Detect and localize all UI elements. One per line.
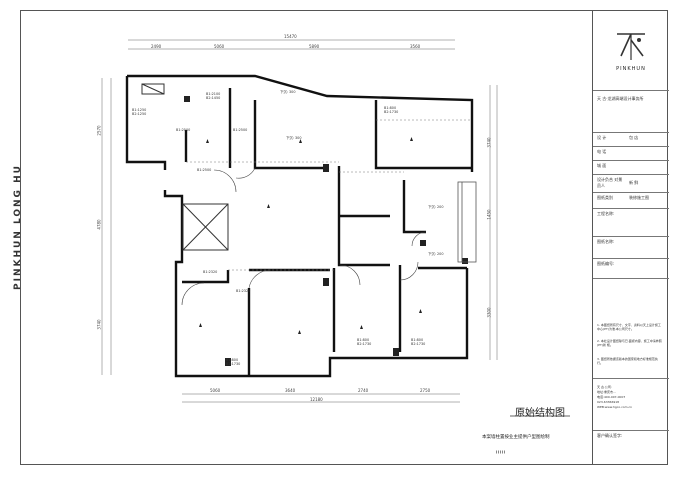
drawing-name-cell: 图纸名称: <box>593 236 669 258</box>
room-note: B1:800 B2:1730 <box>226 358 241 366</box>
dim-right-2: 1450 <box>486 209 492 220</box>
dim-top-4: 3560 <box>410 44 421 49</box>
dim-top-1: 2490 <box>151 44 162 49</box>
drawing-no-label: 图纸编号: <box>597 261 615 266</box>
brand-logo-icon <box>617 33 645 60</box>
dim-right-1: 3740 <box>486 137 492 148</box>
room-note: B1:2500 <box>176 128 191 132</box>
room-note: B1:800 B2:1730 <box>357 338 372 346</box>
tb-row-value: 新 鲜 <box>629 180 639 185</box>
note-line: 1. 本图纸所有尺寸、文字、资料以天上设计施工中心(PT)为准,本公司尺寸。 <box>597 323 661 331</box>
note-line: 3. 图纸所依据该版本的国家和地方标准规范执行。 <box>597 357 658 365</box>
room-note: B1:2320 <box>203 270 218 274</box>
dim-top-2: 5060 <box>214 44 225 49</box>
drawing-subtitle: 本案墙柱置按业主提供户型图绘制 <box>482 435 550 440</box>
dim-left-3: 3740 <box>96 319 102 330</box>
dim-bottom-4: 2750 <box>420 388 431 393</box>
project-name-label: 工程名称: <box>597 211 615 216</box>
tb-row: 电 话 <box>593 146 669 160</box>
room-note: 下沉: 200 <box>428 252 444 256</box>
tb-row-label: 设计负合 对景员人 <box>597 177 623 188</box>
company-cell: 天 古·龙湖高端设计事务所 <box>593 90 669 106</box>
drawing-name-label: 图纸名称: <box>597 239 615 244</box>
client-sign-cell: 客户确认签字: <box>593 430 669 465</box>
room-note: B1:800 B2:1730 <box>384 106 399 114</box>
dim-top-total: 15470 <box>284 34 297 39</box>
tb-row-value: 装修施工图 <box>629 195 649 200</box>
contact-cell: 天 古·公司: 地址:重庆市... 电话:400-007-0007 023-63… <box>593 378 669 430</box>
dim-bottom-1: 5060 <box>210 388 221 393</box>
dim-left-2: 4780 <box>96 219 102 230</box>
company-name: 天 古·龙湖高端设计事务所 <box>597 96 644 101</box>
contact-line: 电话:400-007-0007 <box>597 395 626 399</box>
tb-row-label: 图纸类别 <box>597 195 613 200</box>
contact-line: 地址:重庆市... <box>597 390 616 394</box>
dim-bottom-total: 12180 <box>310 397 323 402</box>
tb-row: 城 面 <box>593 160 669 174</box>
contact-line: 023-63366918 <box>597 400 620 404</box>
room-note: B1:2100 B2:1450 <box>206 92 221 100</box>
dim-bottom-3: 2740 <box>358 388 369 393</box>
dim-top-3: 5890 <box>309 44 320 49</box>
project-name-cell: 工程名称: <box>593 208 669 236</box>
room-note: 下沉: 200 <box>428 205 444 209</box>
title-block: PINKHUN 天 古·龙湖高端设计事务所 设 计 包 店 电 话 城 面 设计负… <box>592 10 669 465</box>
dim-left-1: 2570 <box>96 125 102 136</box>
drawing-title: 原始结构图 <box>515 408 565 419</box>
dim-right-3: 3300 <box>486 307 492 318</box>
room-note: 下沉: 300 <box>286 136 302 140</box>
note-line: 2. 本社设计图纸除与已,面视内容、施工中请参照(PT)新 规。 <box>597 339 662 347</box>
tb-row: 图纸类别 装修施工图 <box>593 192 669 208</box>
notes-cell: 1. 本图纸所有尺寸、文字、资料以天上设计施工中心(PT)为准,本公司尺寸。 2… <box>593 278 669 378</box>
room-note: 下沉: 300 <box>280 90 296 94</box>
room-note: B1:2500 <box>197 168 212 172</box>
contact-line: WEB:www.hgco.com.cn <box>597 405 633 409</box>
room-note: B1:1250 B2:1250 <box>132 108 147 116</box>
tb-row: 设计负合 对景员人 新 鲜 <box>593 174 669 192</box>
tb-row-label: 电 话 <box>597 149 607 154</box>
contact-line: 天 古·公司: <box>597 385 612 389</box>
tb-row-value: 包 店 <box>629 135 639 140</box>
client-sign-label: 客户确认签字: <box>597 433 623 438</box>
tb-row-label: 设 计 <box>597 135 607 140</box>
drawing-no-cell: 图纸编号: <box>593 258 669 278</box>
tb-row: 设 计包 店 <box>593 132 669 146</box>
drawing-sheet <box>20 10 668 465</box>
room-note: B1:2500 <box>233 128 248 132</box>
room-note: B1:2320 <box>236 289 251 293</box>
dim-bottom-2: 3640 <box>285 388 296 393</box>
tb-row-label: 城 面 <box>597 163 607 168</box>
room-note: B1:800 B2:1730 <box>411 338 426 346</box>
brand-name: PINKHUN <box>616 66 646 72</box>
